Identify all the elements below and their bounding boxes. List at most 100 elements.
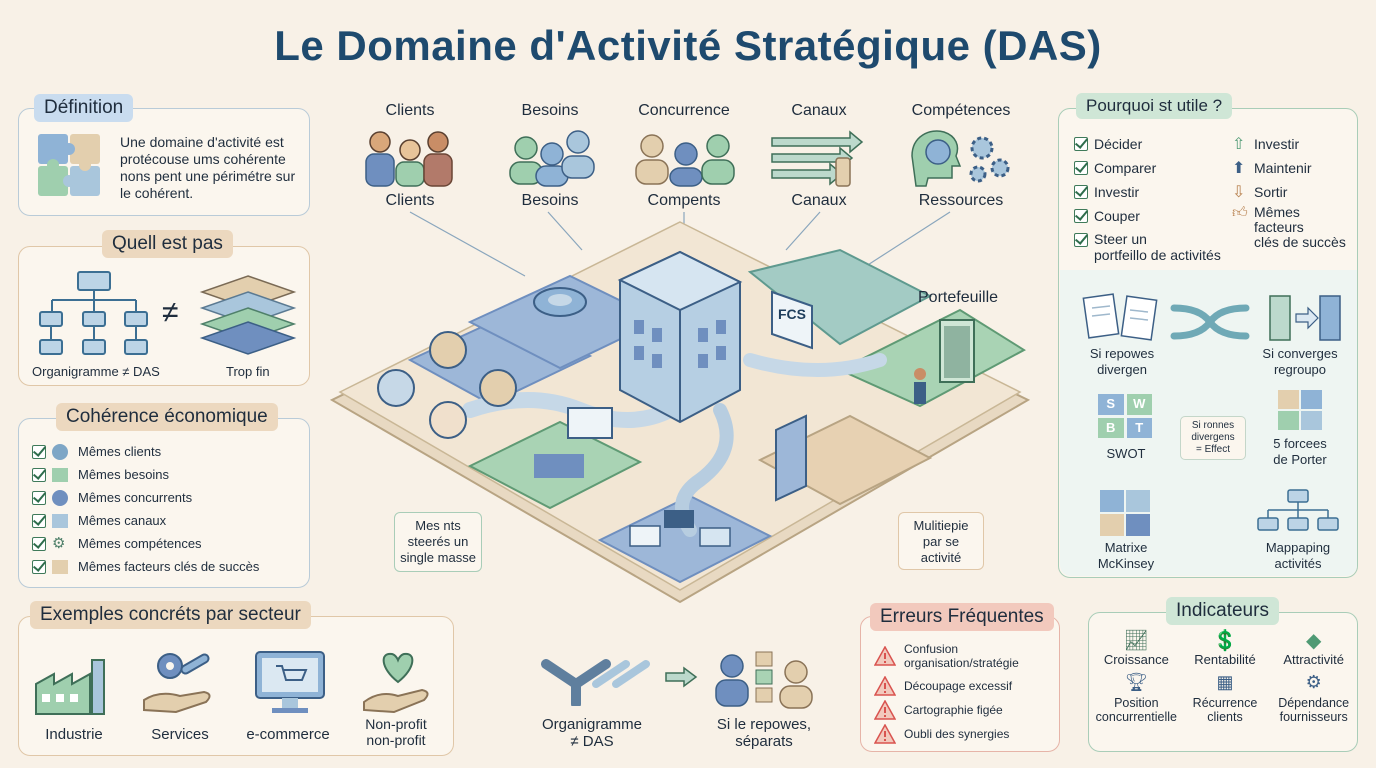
pourquoi-item: ⇩Sortir: [1232, 183, 1288, 201]
pourquoi-item: ⬆Maintenir: [1232, 159, 1312, 177]
warning-icon: [874, 646, 896, 666]
definition-tag: Définition: [34, 94, 134, 122]
diamond-icon: ◆: [1305, 630, 1322, 652]
pourquoi-tag: Pourquoi st utile ?: [1076, 93, 1233, 119]
indicateur-item: ⚙Dépendance fournisseurs: [1269, 672, 1358, 724]
clients-icon: [365, 131, 453, 187]
coherence-item: ⚙Mêmes compétences: [32, 532, 302, 555]
not-equal-sign: ≠: [162, 296, 179, 329]
checkbox-icon: [1074, 136, 1088, 151]
diverging-arrows-icon: [541, 659, 650, 706]
indicateur-item: 💲Rentabilité: [1181, 628, 1270, 668]
pourquoi-item: Couper: [1074, 204, 1244, 227]
bottom-right-label: Si le repowes, séparats: [716, 716, 812, 750]
swot-b: B: [1098, 417, 1124, 438]
top-label-canaux: Canaux: [791, 102, 847, 119]
besoins-icon: [509, 130, 595, 187]
thumbs-up-icon: 👍︎: [1232, 204, 1248, 221]
top-label-clients: Clients: [385, 102, 435, 119]
portefeuille-label: Portefeuille: [918, 289, 999, 306]
erreurs-tag: Erreurs Fréquentes: [870, 603, 1054, 631]
competences-icon: [911, 130, 1010, 187]
checkbox-icon: [1074, 208, 1088, 223]
pourquoi-item: ⇧Investir: [1232, 135, 1300, 153]
warning-icon: [874, 700, 896, 720]
map-icon: [52, 559, 68, 574]
quell-tag: Quell est pas: [102, 230, 233, 258]
canaux-icon: [771, 130, 864, 187]
indicateurs-panel: [1088, 612, 1358, 752]
coherence-list: Mêmes clients Mêmes besoins Mêmes concur…: [32, 440, 302, 578]
growth-chart-icon: 📈︎: [1123, 630, 1150, 652]
indicateurs-grid: 📈︎Croissance 💲Rentabilité ◆Attractivité …: [1092, 628, 1358, 724]
pourquoi-item: Steer un portfeillo de activités: [1074, 231, 1244, 263]
checkbox-icon: [32, 536, 46, 551]
erreur-item: Cartographie figée: [874, 698, 1054, 722]
coherence-item: Mêmes besoins: [32, 463, 302, 486]
mckinsey-label: Matrixe McKinsey: [1097, 540, 1155, 571]
pourquoi-item: Décider: [1074, 132, 1244, 155]
definition-text: Une domaine d'activité est protécouse um…: [120, 134, 296, 201]
porter-grid-icon: [1278, 390, 1322, 430]
person-icon: [52, 489, 68, 506]
sub-label-compents: Compents: [647, 192, 721, 209]
top-label-concurrence: Concurrence: [638, 102, 730, 119]
swot-t: T: [1126, 417, 1152, 438]
puzzle-icon: [38, 134, 100, 196]
mapping-label: Mappaping activités: [1265, 540, 1331, 571]
right-arrow-icon: [665, 666, 698, 688]
pourquoi-item: 👍︎Mêmes facteurs clés de succès: [1232, 204, 1346, 250]
checkbox-icon: [1074, 160, 1088, 175]
sub-label-ressources: Ressources: [918, 192, 1004, 209]
calendar-icon: ▦: [1216, 672, 1234, 692]
computer-cart-icon: [255, 651, 325, 713]
fcs-label: FCS: [778, 306, 806, 322]
top-label-besoins: Besoins: [521, 102, 579, 119]
layers-icon: [199, 275, 297, 355]
si-converges-label: Si converges regroupo: [1262, 346, 1338, 377]
pourquoi-left-list: Décider Comparer Investir Couper Steer u…: [1074, 132, 1244, 263]
swot-s: S: [1098, 394, 1124, 415]
concurrence-icon: [635, 134, 735, 187]
org-chart-label: Organigramme ≠ DAS: [32, 364, 160, 379]
checkbox-icon: [32, 444, 46, 459]
chart-icon: [52, 467, 68, 482]
org-chart-icon: [39, 271, 148, 355]
gears-icon: ⚙: [1305, 672, 1322, 692]
si-repowes-label: Si repowes divergen: [1089, 346, 1155, 377]
wrench-hand-icon: [143, 653, 211, 714]
erreurs-panel: [860, 616, 1060, 752]
money-hand-icon: 💲: [1212, 630, 1238, 652]
checkbox-icon: [1074, 233, 1088, 247]
pourquoi-item: Comparer: [1074, 156, 1244, 179]
arrow-up-icon: ⇧: [1232, 135, 1246, 153]
mckinsey-grid-icon: [1100, 490, 1150, 536]
gear-icon: ⚙: [52, 534, 66, 552]
mapping-tree-icon: [1257, 489, 1339, 531]
coherence-item: Mêmes clients: [32, 440, 302, 463]
exemples-tag: Exemples concréts par secteur: [30, 601, 311, 629]
callout-left: Mes nts steerés un single masse: [394, 512, 482, 572]
pourquoi-item: Investir: [1074, 180, 1244, 203]
coherence-tag: Cohérence économique: [56, 403, 278, 431]
arrow-down-icon: ⇩: [1232, 183, 1246, 201]
checkbox-icon: [32, 513, 46, 528]
swot-grid: S W B T: [1098, 394, 1152, 438]
swot-w: W: [1126, 394, 1152, 415]
doors-icon: [1269, 295, 1341, 341]
coherence-item: Mêmes facteurs clés de succès: [32, 555, 302, 578]
checkbox-icon: [1074, 184, 1088, 199]
coherence-item: Mêmes canaux: [32, 509, 302, 532]
erreur-item: Oubli des synergies: [874, 722, 1054, 746]
converging-arrows-icon: [1170, 304, 1250, 340]
sub-label-canaux: Canaux: [791, 192, 847, 209]
checkbox-icon: [32, 559, 46, 574]
factory-icon: [35, 659, 105, 715]
arrow-up-solid-icon: ⬆: [1232, 159, 1246, 177]
page-title: Le Domaine d'Activité Stratégique (DAS): [274, 22, 1102, 69]
trophy-icon: 🏆︎: [1124, 672, 1148, 692]
checkbox-icon: [32, 490, 46, 505]
coherence-item: Mêmes concurrents: [32, 486, 302, 509]
warning-icon: [874, 676, 896, 696]
callout-right: Mulitiepie par se activité: [898, 512, 984, 570]
